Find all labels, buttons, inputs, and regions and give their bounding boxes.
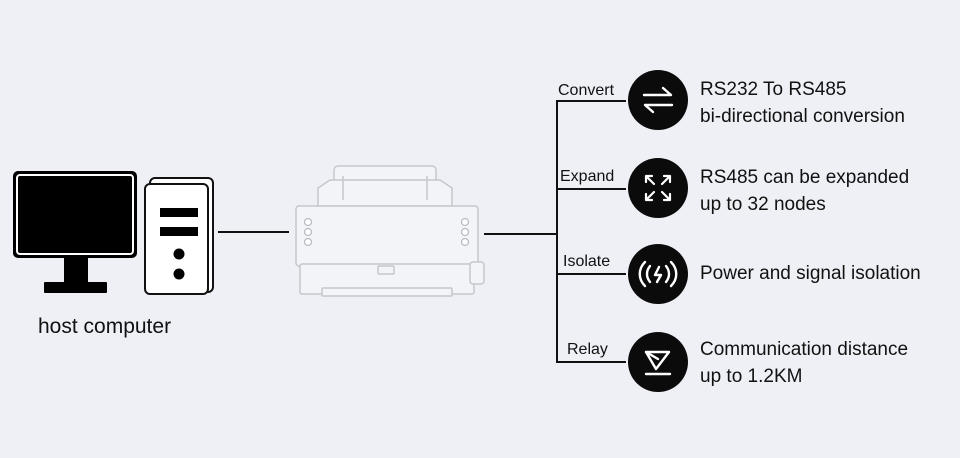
- branch-label-isolate: Isolate: [563, 253, 611, 270]
- feature-convert-text: RS232 To RS485 bi-directional conversion: [700, 76, 905, 130]
- pc-tower-icon: [144, 177, 214, 295]
- feature-line: Communication distance: [700, 339, 909, 360]
- terminal-screws-right: [460, 217, 470, 247]
- relay-badge: [628, 332, 688, 392]
- send-relay-icon: [644, 350, 672, 376]
- branch-label-relay: Relay: [567, 341, 608, 358]
- expand-badge: [628, 158, 688, 218]
- isolate-badge: [628, 244, 688, 304]
- host-computer-label: host computer: [38, 315, 172, 338]
- feature-line: RS232 To RS485: [700, 79, 847, 100]
- terminal-screws-left: [303, 217, 313, 247]
- feature-line: bi-directional conversion: [700, 106, 905, 127]
- branch-label-convert: Convert: [558, 82, 615, 99]
- feature-expand-text: RS485 can be expanded up to 32 nodes: [700, 164, 909, 218]
- expand-arrows-icon: [644, 174, 672, 202]
- feature-line: RS485 can be expanded: [700, 167, 910, 188]
- feature-isolate-text: Power and signal isolation: [700, 260, 921, 287]
- feature-relay-text: Communication distance up to 1.2KM: [700, 336, 908, 390]
- monitor-icon: [13, 171, 137, 293]
- feature-line: Power and signal isolation: [700, 263, 921, 284]
- bidirectional-arrows-icon: [642, 86, 674, 114]
- branch-lines: [484, 100, 626, 363]
- feature-line: up to 32 nodes: [700, 194, 826, 215]
- signal-isolation-icon: [638, 260, 678, 288]
- branch-label-expand: Expand: [560, 168, 615, 185]
- converter-device: [295, 165, 485, 297]
- feature-line: up to 1.2KM: [700, 366, 803, 387]
- convert-badge: [628, 70, 688, 130]
